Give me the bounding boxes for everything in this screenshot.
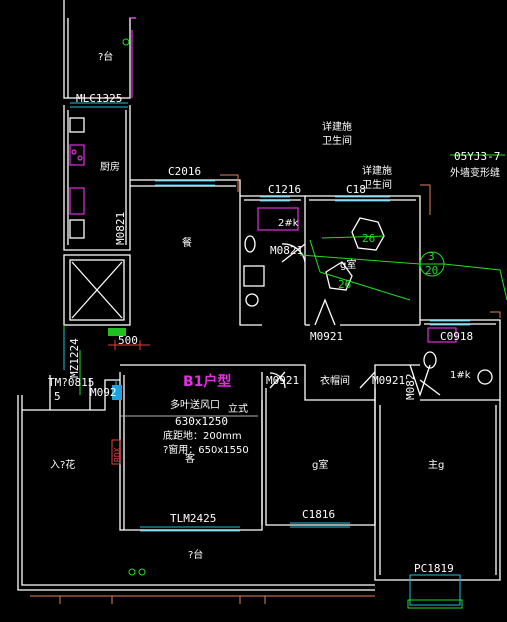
- marker-20: 20: [425, 264, 438, 277]
- note-ref-1: 05YJ3-7: [454, 150, 500, 163]
- red-elements: [30, 174, 501, 604]
- room-bath1: 1#k: [450, 370, 471, 381]
- walls: [17, 0, 501, 591]
- note-detail-a-1: 详建施: [322, 120, 352, 133]
- rdx-box: [111, 439, 121, 465]
- element-tags: MLC1325 C2016 C1216 C18 M0821 M0821 M092…: [48, 92, 473, 575]
- note-vent-4: ?窗用：650x1550: [163, 443, 249, 456]
- tag-m0921-a: M0921: [266, 374, 299, 387]
- stove-icon: [69, 144, 85, 166]
- tag-c2016: C2016: [168, 165, 201, 178]
- marker-26b: 26: [338, 278, 351, 291]
- sink-icon: [69, 187, 85, 215]
- marker-3: 3: [428, 250, 435, 263]
- tag-c0918: C0918: [440, 330, 473, 343]
- note-vent-3: 底距地：200mm: [163, 429, 242, 442]
- tag-m082-bath1: M082: [404, 374, 417, 401]
- room-garden: 入?花: [50, 458, 75, 471]
- tag-tm-left: TM?0815: [48, 376, 94, 389]
- room-living: 客: [185, 452, 195, 465]
- window-pc1819: [407, 574, 463, 609]
- room-balcony-top: ?台: [98, 50, 113, 63]
- tag-c1216: C1216: [268, 183, 301, 196]
- detail-lines: [63, 38, 507, 576]
- tag-num-5: 5: [54, 390, 61, 403]
- tag-m0921-center: M0921: [310, 330, 343, 343]
- room-labels: ?台 厨房 餐 g室 主g 客 入?花 ?台 衣帽间 2#k 1#k g室: [50, 50, 471, 561]
- tag-m0821-bath: M0821: [270, 244, 303, 257]
- room-balcony-bottom: ?台: [188, 548, 203, 561]
- fixtures: [69, 17, 457, 343]
- room-kitchen: 厨房: [100, 160, 120, 173]
- tag-m0821-kitchen: M0821: [114, 212, 127, 245]
- door-swings: [269, 243, 441, 398]
- window-c1216: [260, 196, 290, 202]
- toilet-icon: [244, 235, 256, 253]
- tag-mlc1325: MLC1325: [76, 92, 122, 105]
- tag-m092-left: M092: [90, 386, 117, 399]
- door-marker-cyan: [112, 385, 122, 400]
- note-ref-2: 外墙变形缝: [450, 166, 500, 179]
- toilet-icon-2: [423, 351, 437, 369]
- notes: 详建施 卫生间 详建施 卫生间 05YJ3-7 外墙变形缝 多叶送风口 立式 6…: [163, 120, 500, 456]
- note-vent-1: 多叶送风口: [170, 398, 220, 411]
- note-vent-1b: 立式: [228, 402, 248, 415]
- room-dining: 餐: [182, 236, 192, 249]
- window-mlc1325: [70, 102, 128, 108]
- tag-rdx: RDX: [113, 447, 122, 462]
- room-master: 主g: [428, 459, 444, 471]
- window-c2016: [155, 180, 215, 186]
- windows: [63, 102, 470, 609]
- note-detail-b-1: 详建施: [362, 164, 392, 177]
- washer-icon: [243, 265, 265, 287]
- window-c1816: [290, 522, 350, 528]
- detail-marker-26b: [325, 261, 353, 291]
- room-bedroom: g室: [312, 458, 328, 471]
- detail-marker-26a: [351, 217, 385, 251]
- tag-c1816: C1816: [302, 508, 335, 521]
- room-study: g室: [340, 258, 356, 271]
- white-fixtures: [69, 117, 493, 385]
- tag-dim-500: 500: [118, 334, 138, 347]
- tag-mz1224: MZ1224: [68, 338, 81, 378]
- window-tlm2425: [140, 526, 240, 532]
- marker-26a: 26: [362, 232, 375, 245]
- window-c18: [335, 196, 390, 202]
- room-bath2: 2#k: [278, 218, 299, 229]
- note-detail-a-2: 卫生间: [322, 134, 352, 147]
- note-vent-2: 630x1250: [175, 415, 228, 428]
- vanity-icon: [427, 327, 457, 343]
- tag-pc1819: PC1819: [414, 562, 454, 575]
- plan-title: B1户型: [183, 373, 231, 390]
- tag-c18: C18: [346, 183, 366, 196]
- bathtub-icon: [257, 207, 299, 231]
- window-c0918: [430, 320, 470, 326]
- tag-tlm2425: TLM2425: [170, 512, 216, 525]
- green-tag: [108, 328, 126, 336]
- room-wardrobe: 衣帽间: [320, 374, 350, 387]
- basin-icon: [477, 369, 493, 385]
- note-detail-b-2: 卫生间: [362, 178, 392, 191]
- markers: 26 26 20 3: [338, 232, 438, 291]
- tag-m0921-b: M0921: [372, 374, 405, 387]
